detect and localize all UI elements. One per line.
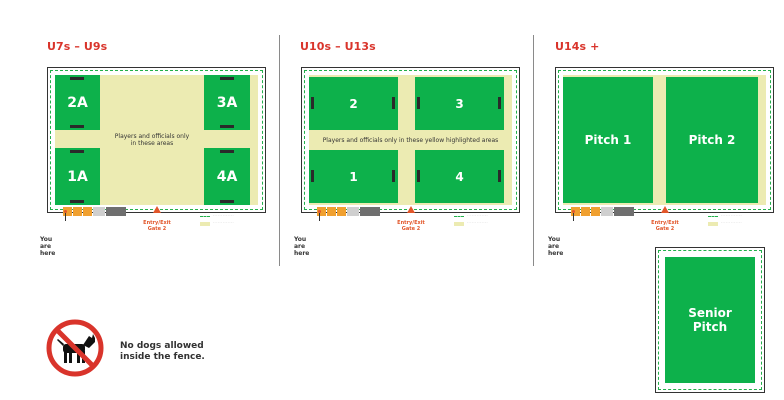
- facility-block: [571, 207, 634, 216]
- area-note: Players and officials only in these yell…: [322, 137, 499, 144]
- goal: [70, 125, 84, 128]
- goal: [417, 97, 420, 109]
- no-dogs-text: No dogs allowed inside the fence.: [120, 341, 205, 362]
- goal: [70, 77, 84, 80]
- pitch-3a: 3A: [204, 75, 250, 130]
- entry-marker-icon: [661, 206, 669, 213]
- pitch-2: 2: [309, 77, 398, 130]
- facility-block: [317, 207, 380, 216]
- entry-marker-icon: [407, 206, 415, 213]
- entry-label: Entry/Exit Gate 2: [651, 220, 679, 232]
- pitch-1: 1: [309, 150, 398, 203]
- you-are-here-label: You are here: [40, 236, 56, 257]
- goal: [498, 97, 501, 109]
- boundary-dashed: [658, 250, 762, 390]
- goal: [417, 170, 420, 182]
- goal: [311, 97, 314, 109]
- section-title-u10-u13: U10s – U13s: [300, 40, 376, 53]
- no-dogs-icon: [45, 318, 105, 378]
- entry-marker-icon: [153, 206, 161, 213]
- pin-icon: [65, 213, 66, 221]
- pitch-1: Pitch 1: [563, 77, 653, 203]
- divider: [533, 35, 534, 266]
- entry-label: Entry/Exit Gate 2: [143, 220, 171, 232]
- pitch-2: Pitch 2: [666, 77, 758, 203]
- you-are-here-label: You are here: [294, 236, 310, 257]
- pin-icon: [319, 213, 320, 221]
- goal: [70, 150, 84, 153]
- goal: [220, 125, 234, 128]
- goal: [220, 150, 234, 153]
- entry-label: Entry/Exit Gate 2: [397, 220, 425, 232]
- senior-pitch: Senior Pitch: [665, 257, 755, 383]
- area-note: Players and officials only in these area…: [114, 133, 190, 147]
- goal: [392, 170, 395, 182]
- goal: [311, 170, 314, 182]
- divider: [279, 35, 280, 266]
- you-are-here-dot-icon: [64, 210, 67, 213]
- goal: [220, 200, 234, 203]
- goal: [392, 97, 395, 109]
- goal: [220, 77, 234, 80]
- section-title-u14: U14s +: [555, 40, 600, 53]
- goal: [498, 170, 501, 182]
- pitch-3: 3: [415, 77, 504, 130]
- pitch-1a: 1A: [55, 148, 100, 205]
- pitch-2a: 2A: [55, 75, 100, 130]
- section-title-u7-u9: U7s – U9s: [47, 40, 108, 53]
- you-are-here-label: You are here: [548, 236, 564, 257]
- pitch-4: 4: [415, 150, 504, 203]
- pitch-4a: 4A: [204, 148, 250, 205]
- fence-outline: [655, 247, 765, 393]
- goal: [70, 200, 84, 203]
- pin-icon: [573, 213, 574, 221]
- facility-block: [63, 207, 126, 216]
- you-are-here-dot-icon: [572, 210, 575, 213]
- you-are-here-dot-icon: [318, 210, 321, 213]
